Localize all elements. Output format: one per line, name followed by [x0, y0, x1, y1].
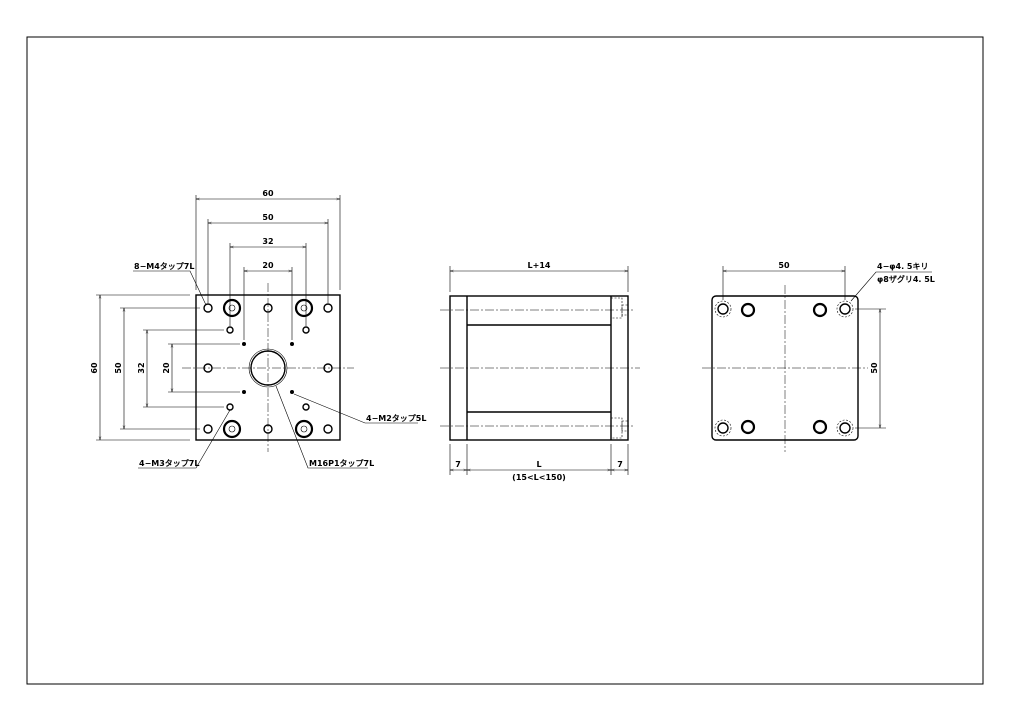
dim-height-50: 50 [114, 362, 123, 374]
m4-tapped-holes [203, 303, 333, 434]
m2-tapped-holes [242, 342, 294, 394]
dim-width-32: 32 [262, 237, 273, 246]
dim-back-height-50: 50 [870, 362, 879, 374]
note-drill-line2: φ8ザグリ4. 5L [877, 274, 935, 284]
note-drill-line1: 4−φ4. 5キリ [877, 262, 928, 271]
drawing-border [26, 36, 984, 685]
through-holes [714, 300, 854, 437]
note-m16-tap: M16P1タップ7L [309, 458, 374, 468]
dim-height-60: 60 [90, 362, 99, 374]
dim-width-50: 50 [262, 213, 274, 222]
dim-width-20: 20 [262, 261, 274, 270]
m16-center-hole [250, 350, 286, 386]
counterbored-holes [222, 298, 314, 439]
dim-length-l: L [536, 460, 541, 469]
dim-back-width-50: 50 [778, 261, 790, 270]
dim-width-60: 60 [262, 189, 274, 198]
front-view: 60 50 32 20 60 50 32 20 8−M4タップ7L 4−M3タッ… [90, 189, 426, 469]
side-view: L+14 7 L 7 (15<L<150) [440, 261, 640, 482]
note-m3-tap: 4−M3タップ7L [139, 458, 199, 468]
dim-height-20: 20 [162, 362, 171, 374]
dim-left-7: 7 [455, 460, 461, 469]
dim-length-range: (15<L<150) [512, 473, 566, 482]
m3-tapped-holes [226, 326, 310, 411]
note-m2-tap: 4−M2タップ5L [366, 413, 426, 423]
back-view: 50 50 4−φ4. 5キリ φ8ザグリ4. 5L [702, 261, 935, 452]
dim-height-32: 32 [137, 362, 146, 373]
dim-right-7: 7 [617, 460, 623, 469]
dim-total-length: L+14 [528, 261, 551, 270]
note-m4-tap: 8−M4タップ7L [134, 261, 194, 271]
